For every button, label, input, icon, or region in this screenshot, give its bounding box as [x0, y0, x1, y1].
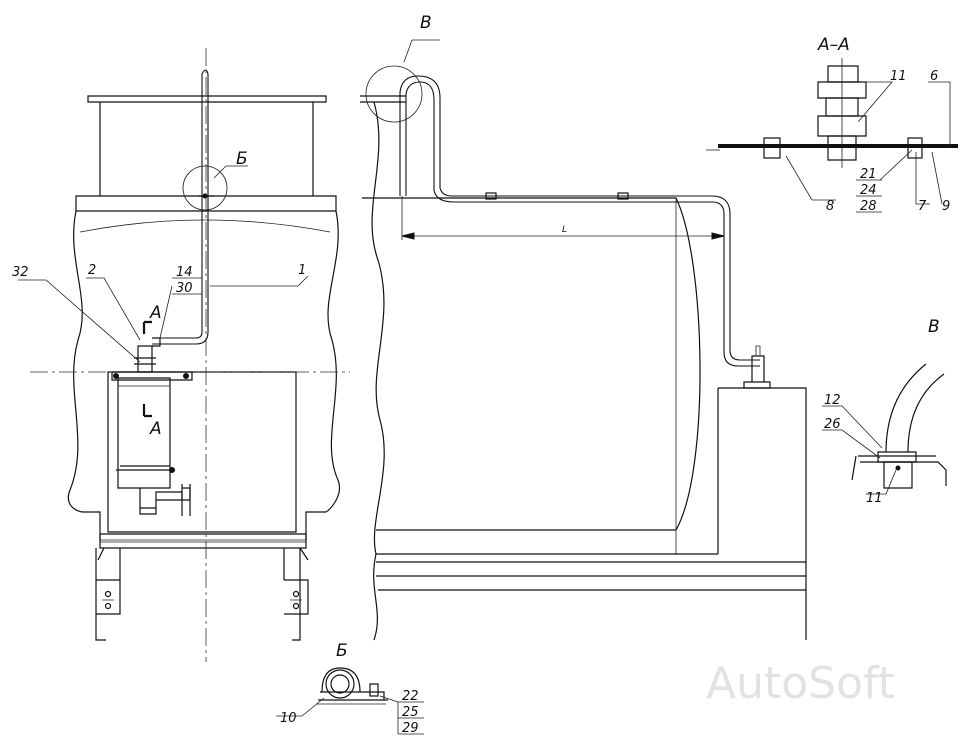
label-28: 28	[860, 199, 877, 214]
leaders-left	[18, 165, 309, 363]
label-12: 12	[824, 393, 841, 408]
leaders-aa	[785, 81, 951, 213]
label-24: 24	[860, 183, 877, 198]
label-32: 32	[12, 265, 29, 280]
label-9: 9	[942, 199, 950, 214]
leaders-v	[822, 405, 897, 495]
watermark: AutoSoft	[706, 658, 895, 709]
detail-b-view	[316, 667, 388, 705]
label-29: 29	[402, 721, 419, 736]
leaders-b	[276, 695, 424, 735]
label-14: 14	[176, 265, 193, 280]
section-aa	[706, 58, 958, 168]
side-view	[360, 65, 807, 641]
cut-a-bottom: А	[149, 419, 162, 439]
label-8: 8	[826, 199, 834, 214]
label-2: 2	[88, 263, 96, 278]
callout-b: Б	[236, 149, 248, 169]
label-10: 10	[280, 711, 297, 726]
cut-a-top: А	[149, 303, 162, 323]
detail-b-title: Б	[336, 641, 348, 661]
detail-v-view	[851, 363, 947, 489]
callout-v: В	[420, 13, 432, 33]
label-26: 26	[824, 417, 841, 432]
label-1: 1	[298, 263, 306, 278]
left-end-view	[30, 48, 350, 662]
section-aa-title: А–А	[817, 35, 850, 55]
label-7: 7	[918, 199, 927, 214]
label-22: 22	[402, 689, 419, 704]
leader-v	[403, 39, 440, 63]
label-30: 30	[176, 281, 193, 296]
label-11-v: 11	[866, 491, 883, 506]
label-21: 21	[860, 167, 877, 182]
detail-v-title: В	[928, 317, 940, 337]
dim-l: L	[562, 225, 567, 235]
label-6: 6	[930, 69, 938, 84]
label-25: 25	[402, 705, 419, 720]
label-11-aa: 11	[890, 69, 907, 84]
